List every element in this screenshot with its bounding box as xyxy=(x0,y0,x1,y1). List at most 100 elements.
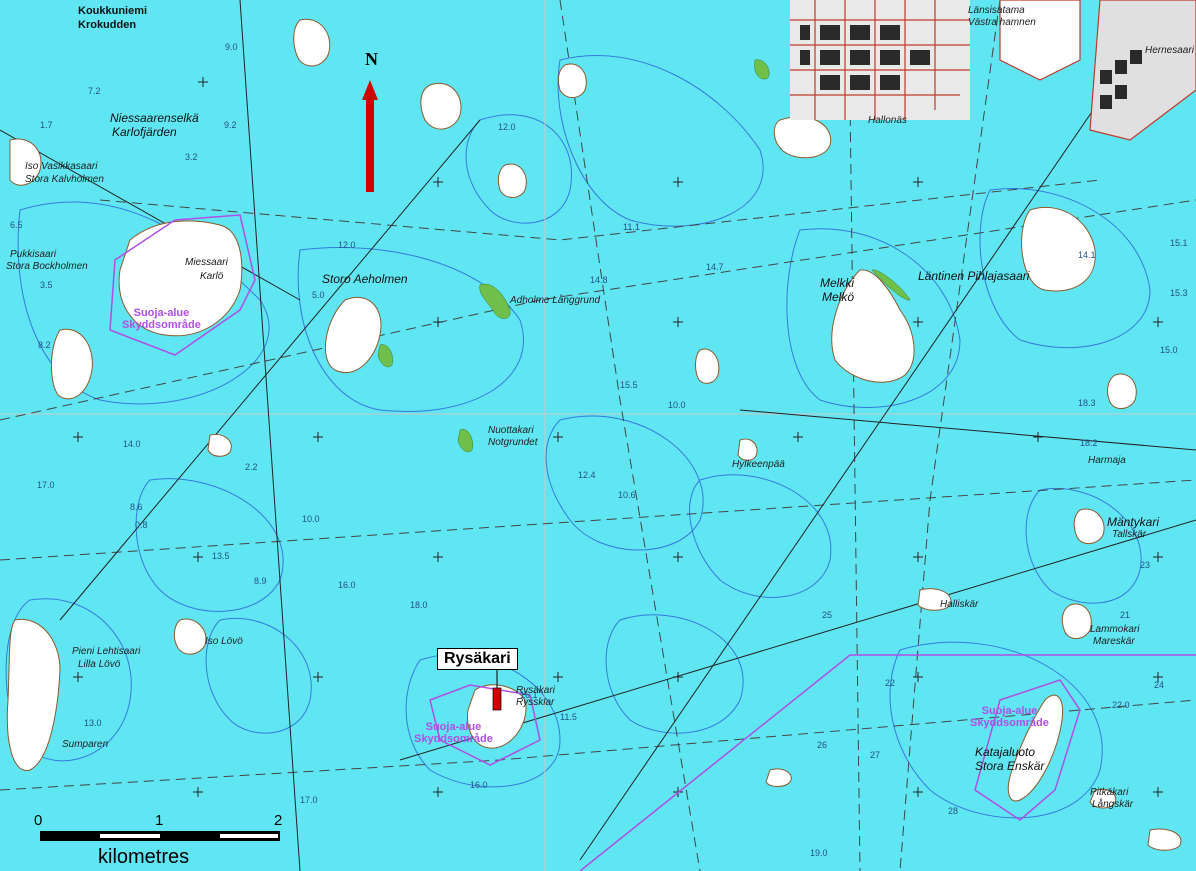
depth-value: 7.2 xyxy=(88,86,101,96)
scale-tick-2: 2 xyxy=(274,812,283,829)
depth-value: 24 xyxy=(1154,680,1165,690)
island-katajaluoto xyxy=(1007,694,1064,802)
label-suoja-1: Suoja-alue xyxy=(133,307,190,319)
depth-value: 15.0 xyxy=(1160,345,1178,355)
label-pitkakari: Pitkäkari xyxy=(1090,787,1129,798)
label-skydds-3: Skyddsområde xyxy=(970,716,1049,729)
label-koukkuniemi: Koukkuniemi xyxy=(78,5,148,17)
label-lansisatama: Länsisatama xyxy=(968,5,1025,16)
depth-value: 18.3 xyxy=(1078,398,1096,408)
label-krokudden: Krokudden xyxy=(78,19,137,31)
depth-value: 14.7 xyxy=(706,262,724,272)
label-melkki: Melkki xyxy=(820,276,855,290)
label-karlo: Karlö xyxy=(200,271,224,282)
depth-value: 12.4 xyxy=(578,470,596,480)
island-pihlajasaari xyxy=(1021,206,1096,292)
label-rysakari-small: Rysäkari xyxy=(516,685,555,696)
depth-value: 12.0 xyxy=(338,240,356,250)
label-pieni-lehtisaari: Pieni Lehtisaari xyxy=(72,646,141,657)
depth-value: 23 xyxy=(1140,560,1151,570)
label-protected-area-3: Suoja-alue Skyddsområde xyxy=(970,705,1049,729)
depth-value: 2.2 xyxy=(245,462,258,472)
depth-value: 16.1 xyxy=(520,690,538,700)
label-lilla-lovo: Lilla Lövö xyxy=(78,659,121,670)
label-nuottakari: Nuottakari xyxy=(488,425,534,436)
depth-value: 8.2 xyxy=(38,340,51,350)
label-vastra-hamnen: Västra hamnen xyxy=(968,17,1036,28)
label-notgrundet: Notgrundet xyxy=(488,437,538,448)
label-stora-enskar: Stora Enskär xyxy=(975,759,1045,773)
label-suoja-2: Suoja-alue xyxy=(425,721,482,733)
label-miessaari: Miessaari xyxy=(185,257,228,268)
label-langskar: Långskär xyxy=(1092,799,1134,810)
depth-value: 19.0 xyxy=(810,848,828,858)
scale-bar xyxy=(40,831,280,841)
depth-value: 14.0 xyxy=(123,439,141,449)
pin-icon xyxy=(492,668,502,711)
label-tallskar: Tallskär xyxy=(1112,529,1147,540)
label-lantinen-pihlajasaari: Läntinen Pihlajasaari xyxy=(918,269,1030,283)
label-niessaarenselka: Niessaarenselkä xyxy=(110,111,199,125)
label-stora-bockholmen: Stora Bockholmen xyxy=(6,261,88,272)
depth-value: 10.6 xyxy=(618,490,636,500)
depth-value: 8.6 xyxy=(130,502,143,512)
depth-value: 6.5 xyxy=(10,220,23,230)
label-pukkisaari: Pukkisaari xyxy=(10,249,57,260)
depth-value: 11.1 xyxy=(623,222,640,232)
depth-value: 14.8 xyxy=(590,275,608,285)
depth-value: 28 xyxy=(948,806,959,816)
depth-value: 3.5 xyxy=(40,280,53,290)
label-sumparen: Sumparen xyxy=(62,739,109,750)
depth-value: 0.8 xyxy=(135,520,148,530)
label-protected-area-2: Suoja-alue Skyddsområde xyxy=(414,721,493,745)
depth-value: 27 xyxy=(870,750,881,760)
depth-value: 14.1 xyxy=(1078,250,1096,260)
depth-value: 1.7 xyxy=(40,120,53,130)
north-arrow xyxy=(362,80,378,192)
depth-value: 9.0 xyxy=(225,42,238,52)
islands xyxy=(6,18,1182,851)
island-melkki xyxy=(831,269,915,383)
label-hallonas: Hallonäs xyxy=(868,115,907,126)
label-melko: Melkö xyxy=(822,290,855,304)
island-storo-aeholmen xyxy=(324,297,382,373)
depth-value: 18.0 xyxy=(410,600,428,610)
label-mareskar: Mareskär xyxy=(1093,636,1135,647)
depth-value: 22 xyxy=(885,678,896,688)
depth-value: 15.3 xyxy=(1170,288,1188,298)
depth-value: 10.0 xyxy=(302,514,320,524)
depth-value: 13.5 xyxy=(212,551,230,561)
depth-value: 16.0 xyxy=(470,780,488,790)
label-adholme: Adholme Långgrund xyxy=(510,295,601,306)
label-storo-aeholmen: Storo Aeholmen xyxy=(322,272,408,286)
depth-value: 15.5 xyxy=(620,380,638,390)
label-hernesaari: Hernesaari xyxy=(1145,45,1194,56)
label-skydds-2: Skyddsområde xyxy=(414,732,493,745)
depth-value: 9.2 xyxy=(224,120,237,130)
scale-tick-1: 1 xyxy=(155,812,164,829)
label-harmaja: Harmaja xyxy=(1088,455,1126,466)
label-ryssklar: Ryssklar xyxy=(516,697,555,708)
label-suoja-3: Suoja-alue xyxy=(981,705,1038,717)
depth-value: 8.9 xyxy=(254,576,267,586)
label-iso-lovo: Iso Lövö xyxy=(205,636,243,647)
scale-unit-label: kilometres xyxy=(98,846,190,868)
depth-value: 10.0 xyxy=(668,400,686,410)
depth-value: 16.0 xyxy=(338,580,356,590)
depth-value: 26 xyxy=(817,740,828,750)
depth-value: 13.0 xyxy=(84,718,102,728)
label-protected-area-1: Suoja-alue Skyddsområde xyxy=(122,307,201,331)
label-halliskar: Halliskär xyxy=(940,599,979,610)
depth-value: 11.5 xyxy=(560,712,577,722)
north-label: N xyxy=(365,49,378,69)
island-rysakari xyxy=(466,684,527,749)
depth-value: 17.0 xyxy=(300,795,318,805)
protected-area-outlines xyxy=(109,214,1196,871)
label-iso-vasikkasaari: Iso Vasikkasaari xyxy=(25,161,98,172)
vegetation xyxy=(377,59,911,453)
depth-value: 25 xyxy=(822,610,833,620)
